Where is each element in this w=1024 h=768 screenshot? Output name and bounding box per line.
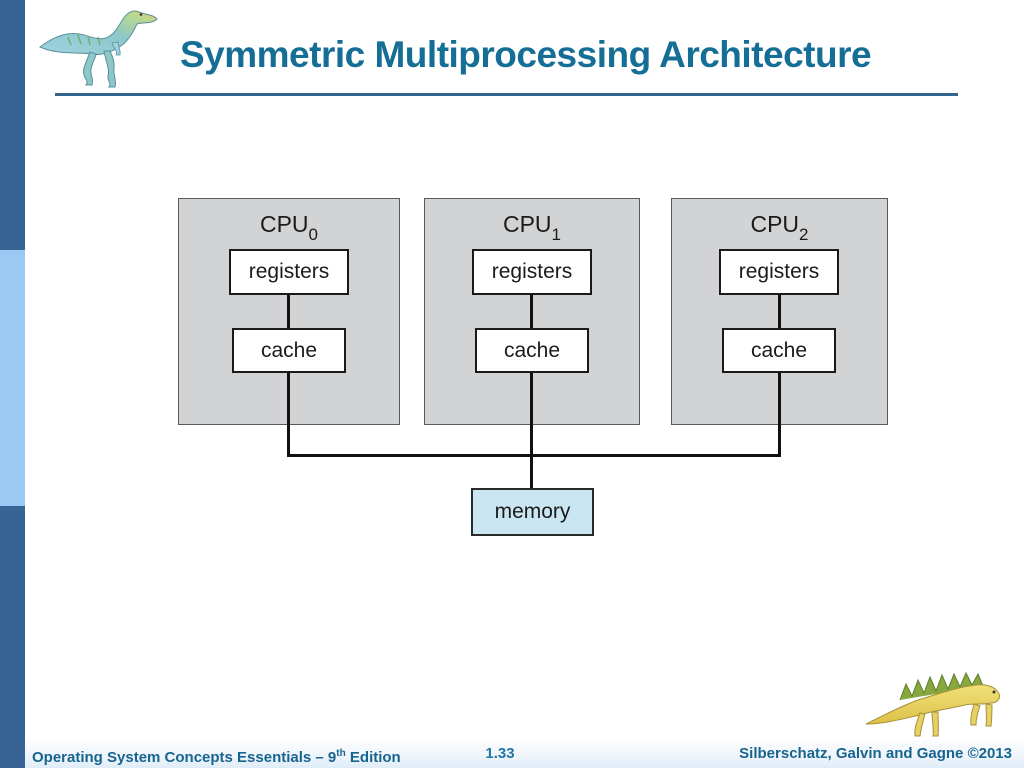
cpu1-registers-cache-connector bbox=[530, 295, 533, 328]
sidebar-stripe-top bbox=[0, 0, 25, 250]
slide-page-number: 1.33 bbox=[485, 745, 515, 762]
cpu0-bus-connector bbox=[287, 373, 290, 457]
cpu1-cache-box: cache bbox=[475, 328, 589, 373]
cpu2-cache-box: cache bbox=[722, 328, 836, 373]
footer-book-title: Operating System Concepts Essentials – 9… bbox=[32, 748, 401, 766]
sidebar-stripe-bottom bbox=[0, 506, 25, 768]
cpu0-label: CPU0 bbox=[259, 211, 319, 244]
footer-authors: Silberschatz, Galvin and Gagne ©2013 bbox=[739, 745, 1012, 762]
shared-bus-line bbox=[287, 454, 781, 457]
cpu0-registers-cache-connector bbox=[287, 295, 290, 328]
cpu2-bus-connector bbox=[778, 373, 781, 457]
page-title: Symmetric Multiprocessing Architecture bbox=[180, 34, 872, 75]
footer-band: Operating System Concepts Essentials – 9… bbox=[0, 740, 1024, 768]
dinosaur-logo-icon bbox=[38, 5, 170, 89]
sidebar-stripe-middle bbox=[0, 250, 25, 506]
dinosaur-logo-bottom-icon bbox=[862, 650, 1014, 745]
cpu2-label: CPU2 bbox=[750, 211, 809, 244]
cpu1-label: CPU1 bbox=[502, 211, 562, 244]
cpu1-registers-box: registers bbox=[472, 249, 592, 295]
cpu2-registers-box: registers bbox=[719, 249, 839, 295]
cpu0-registers-box: registers bbox=[229, 249, 349, 295]
memory-box: memory bbox=[471, 488, 594, 536]
cpu0-cache-box: cache bbox=[232, 328, 346, 373]
title-divider bbox=[55, 93, 958, 96]
cpu1-memory-connector bbox=[530, 373, 533, 488]
cpu2-registers-cache-connector bbox=[778, 295, 781, 328]
